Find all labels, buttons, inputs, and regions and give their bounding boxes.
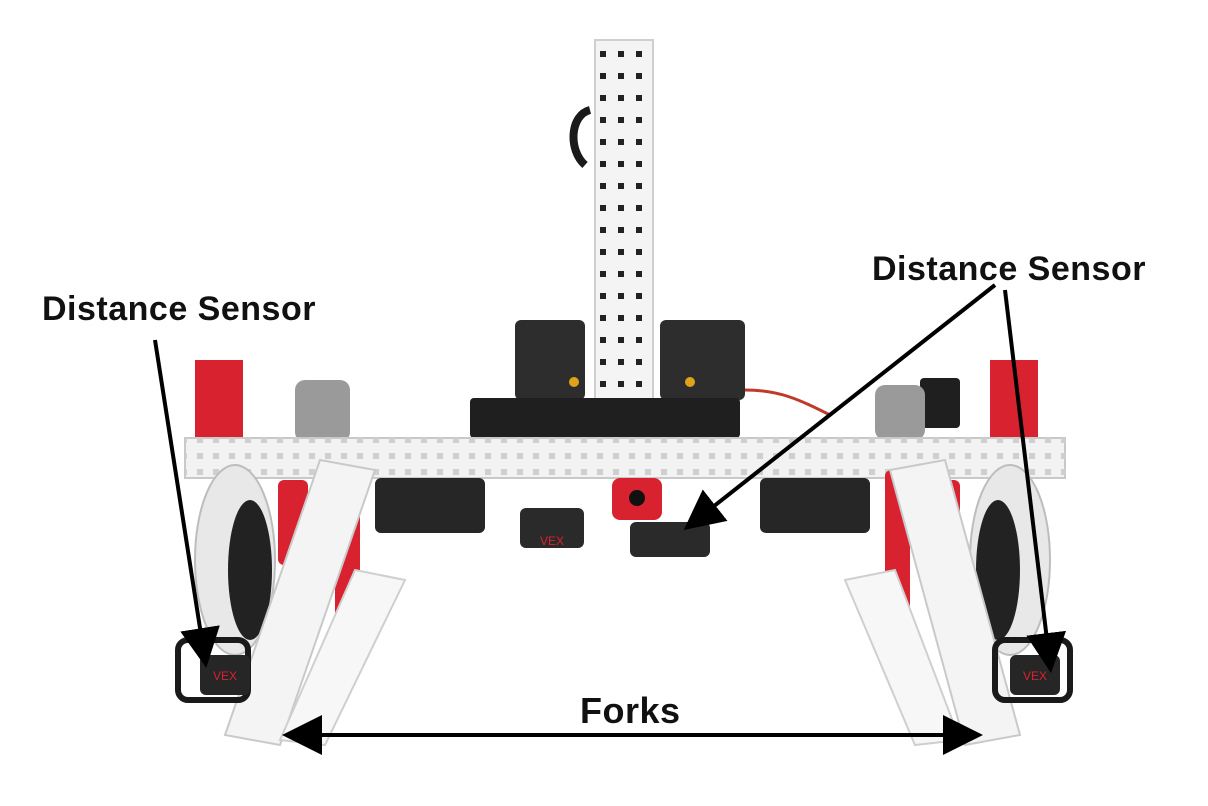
forks bbox=[223, 458, 1022, 747]
vex-logo-icon: VEX bbox=[213, 669, 237, 683]
center-sensor-mount: VEX bbox=[520, 478, 710, 557]
vex-logo-icon: VEX bbox=[540, 534, 564, 548]
arrow-left-sensor bbox=[153, 339, 220, 668]
omni-wheels bbox=[295, 380, 925, 442]
forks-label: Forks bbox=[580, 690, 681, 731]
brain-and-motors bbox=[470, 320, 831, 438]
lower-motors bbox=[375, 478, 870, 533]
arrow-right-sensor-center bbox=[683, 283, 997, 530]
vex-logo-icon: VEX bbox=[1023, 669, 1047, 683]
callout-arrows bbox=[153, 283, 1067, 755]
vertical-tower bbox=[569, 39, 654, 401]
arrow-right-sensor-side bbox=[1003, 289, 1067, 673]
distance-sensor-label-right: Distance Sensor bbox=[872, 250, 1146, 288]
distance-sensor-label-left: Distance Sensor bbox=[42, 290, 316, 328]
